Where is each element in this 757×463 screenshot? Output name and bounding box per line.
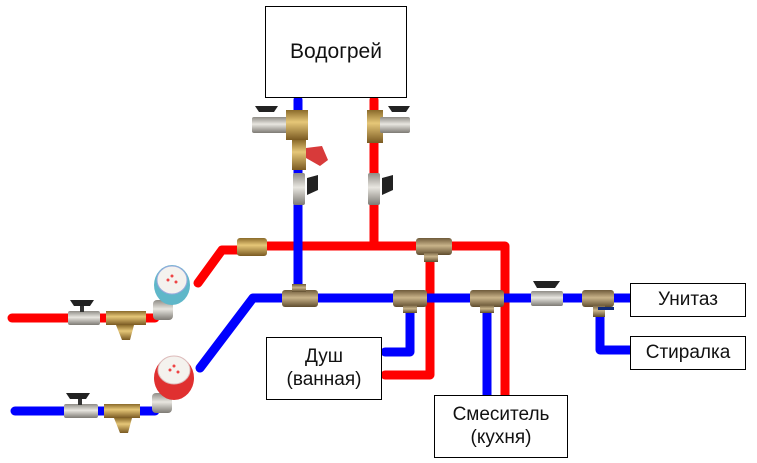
washer-box: Стиралка — [630, 336, 746, 370]
hot-main-pipe — [255, 241, 510, 400]
cold-inlet-ball-valve — [64, 393, 98, 418]
heater-hot-ball-valve — [367, 106, 410, 143]
kitchen-label-line1: Смеситель — [452, 403, 550, 425]
shower-box: Душ (ванная) — [266, 337, 382, 400]
shower-label-line1: Душ — [304, 345, 344, 367]
heater-hot-lower-valve — [368, 173, 393, 205]
cold-riser-pipe — [195, 293, 635, 373]
cold-washer-branch — [595, 305, 635, 355]
hot-water-meter — [153, 265, 190, 320]
cold-water-meter — [152, 355, 194, 413]
tee-cold-heater — [282, 284, 318, 307]
hot-strainer — [106, 311, 146, 340]
toilet-branch-ball-valve — [531, 281, 563, 306]
kitchen-label-line2: (кухня) — [470, 426, 532, 448]
heater-safety-valve — [292, 140, 328, 170]
cold-shower-branch — [380, 299, 415, 357]
tee-cold-kitchen — [470, 290, 504, 313]
heater-label: Водогрей — [290, 40, 382, 64]
cold-strainer — [104, 404, 140, 433]
heater-box: Водогрей — [265, 6, 407, 98]
heater-cold-lower-valve — [293, 173, 318, 205]
toilet-box: Унитаз — [630, 283, 746, 317]
hot-coupling — [237, 238, 267, 256]
kitchen-mixer-box: Смеситель (кухня) — [434, 395, 568, 458]
heater-cold-ball-valve — [252, 106, 308, 140]
tee-hot-main — [416, 238, 452, 262]
hot-shower-branch — [380, 245, 435, 380]
hot-inlet-ball-valve — [68, 300, 100, 325]
toilet-label: Унитаз — [658, 288, 718, 310]
washer-label: Стиралка — [645, 341, 731, 363]
tee-toilet-washer — [582, 290, 614, 317]
tee-cold-shower — [393, 290, 427, 313]
shower-label-line2: (ванная) — [286, 368, 362, 390]
